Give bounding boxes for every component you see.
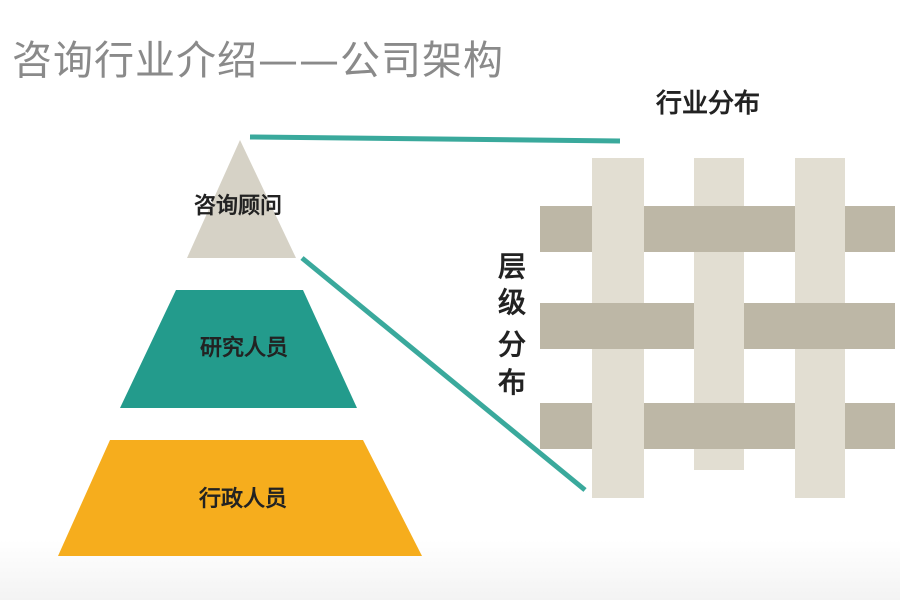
- weave-over-segment: [592, 196, 644, 262]
- pyramid-label-admin: 行政人员: [198, 486, 287, 512]
- pyramid-level-admin: [58, 440, 422, 556]
- pyramid-label-consultant: 咨询顾问: [194, 193, 282, 219]
- page-title: 咨询行业介绍——公司架构: [12, 38, 504, 84]
- weave-over-segment: [694, 294, 744, 358]
- level-label-char: 分: [498, 328, 526, 361]
- pyramid-label-researcher: 研究人员: [200, 335, 288, 361]
- pyramid-level-researcher: [120, 290, 357, 408]
- pyramid-level-consultant: [187, 140, 296, 258]
- connector-line-top: [249, 134, 621, 144]
- level-label-char: 层: [498, 250, 526, 283]
- weave-grid: [540, 158, 895, 498]
- level-label-char: 布: [498, 366, 526, 399]
- weave-over-segment: [795, 394, 845, 458]
- weave-over-segment: [592, 394, 644, 458]
- weave-over-segment: [795, 196, 845, 262]
- level-distribution-label: 层 级 分 布: [498, 250, 526, 399]
- level-label-char: 级: [498, 286, 526, 319]
- industry-distribution-label: 行业分布: [655, 88, 760, 119]
- connector-line-bottom: [300, 256, 587, 492]
